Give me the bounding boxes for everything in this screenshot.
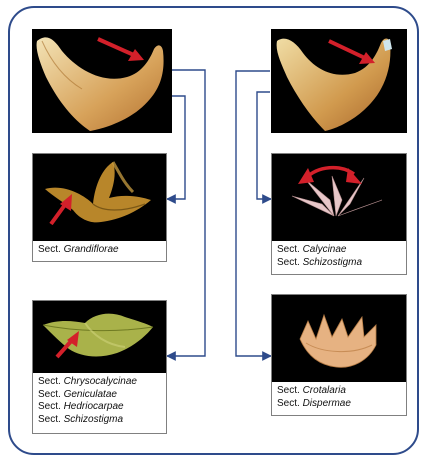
red-arrow-icon: [271, 29, 407, 133]
connector-right-to-crotalaria: [236, 71, 271, 356]
caption-line: Sect. Schizostigma: [277, 257, 401, 270]
double-headed-red-arrow-icon: [272, 154, 406, 241]
section-name: Grandiflorae: [64, 244, 119, 255]
red-arrow-icon: [32, 29, 172, 133]
specimen-card-crotalaria: Sect. Crotalaria Sect. Dispermae: [271, 294, 407, 416]
section-name: Hedriocarpae: [64, 401, 124, 412]
section-name: Dispermae: [303, 398, 351, 409]
red-arrow-icon: [33, 154, 166, 241]
section-name: Calycinae: [303, 244, 347, 255]
connector-left-to-chrysocalycinae: [167, 70, 205, 356]
caption-line: Sect. Crotalaria: [277, 385, 401, 398]
caption-line: Sect. Chrysocalycinae: [38, 376, 161, 389]
caption-line: Sect. Calycinae: [277, 244, 401, 257]
section-name: Chrysocalycinae: [64, 376, 137, 387]
specimen-card-calycinae: Sect. Calycinae Sect. Schizostigma: [271, 153, 407, 275]
red-arrow-icon: [33, 301, 166, 373]
left-top-specimen-photo: [32, 29, 172, 133]
caption-line: Sect. Schizostigma: [38, 414, 161, 427]
section-caption: Sect. Grandiflorae: [33, 241, 166, 260]
caption-line: Sect. Dispermae: [277, 398, 401, 411]
section-caption: Sect. Chrysocalycinae Sect. Geniculatae …: [33, 373, 166, 429]
caption-line: Sect. Geniculatae: [38, 389, 161, 402]
right-top-specimen-photo: [271, 29, 407, 133]
section-name: Schizostigma: [303, 257, 362, 268]
section-caption: Sect. Crotalaria Sect. Dispermae: [272, 382, 406, 413]
section-name: Geniculatae: [64, 389, 117, 400]
caption-line: Sect. Hedriocarpae: [38, 401, 161, 414]
connector-right-to-calycinae: [257, 92, 271, 199]
specimen-photo: [33, 154, 166, 241]
specimen-photo: [272, 295, 406, 382]
specimen-photo: [33, 301, 166, 373]
caption-line: Sect. Grandiflorae: [38, 244, 161, 257]
section-caption: Sect. Calycinae Sect. Schizostigma: [272, 241, 406, 272]
specimen-card-chrysocalycinae: Sect. Chrysocalycinae Sect. Geniculatae …: [32, 300, 167, 434]
specimen-card-grandiflorae: Sect. Grandiflorae: [32, 153, 167, 262]
section-name: Schizostigma: [64, 414, 123, 425]
section-name: Crotalaria: [303, 385, 346, 396]
specimen-photo: [272, 154, 406, 241]
